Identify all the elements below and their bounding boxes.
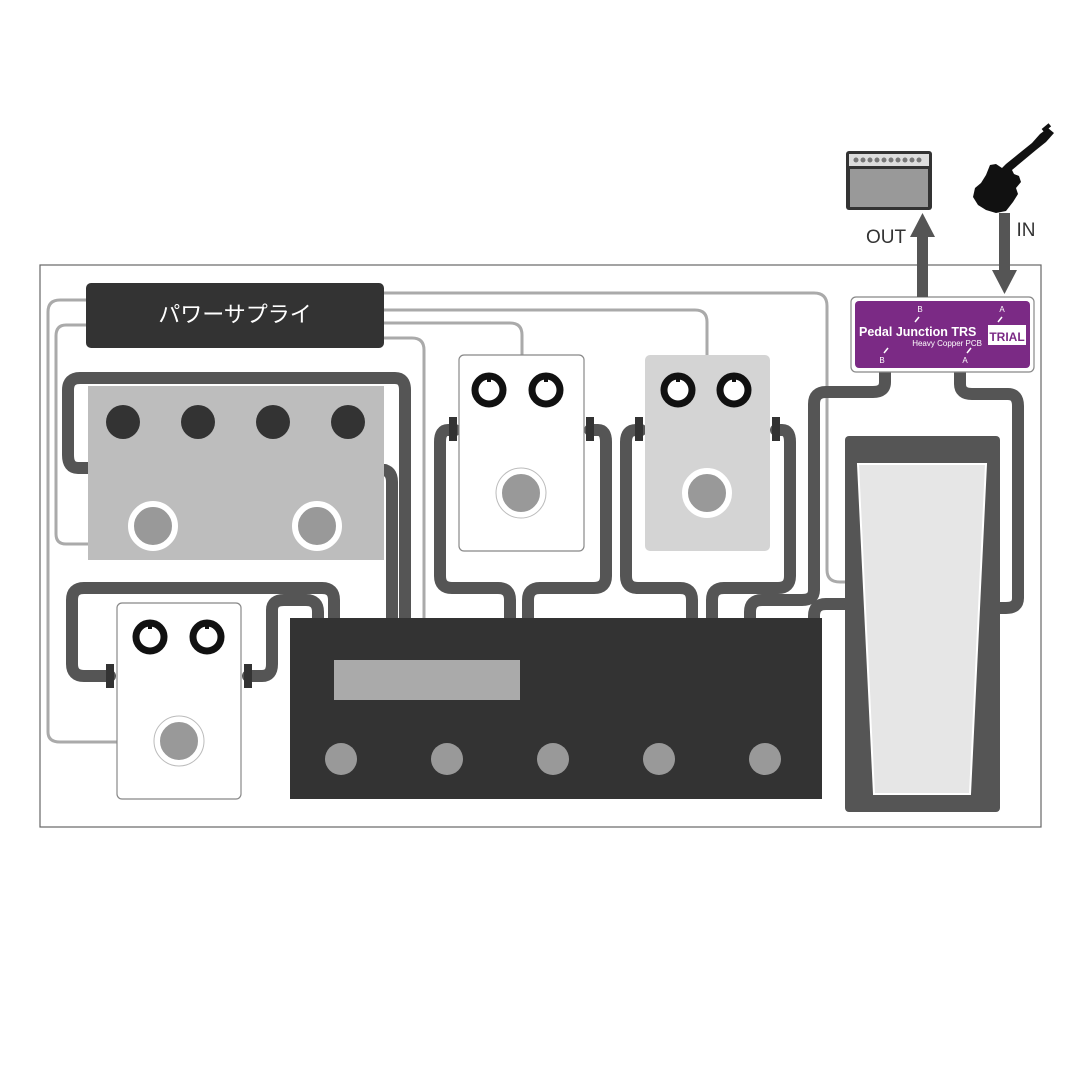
footswitch xyxy=(682,468,732,518)
audio-cables xyxy=(62,366,1024,682)
trial-logo xyxy=(988,325,1026,345)
footswitch xyxy=(643,743,675,775)
footswitch xyxy=(496,468,546,518)
junction-subtitle: Heavy Copper PCB xyxy=(912,339,982,348)
guitar-icon xyxy=(973,123,1054,213)
footswitch xyxy=(431,743,463,775)
power-cables xyxy=(46,291,846,744)
amp-icon xyxy=(846,151,932,210)
port-label-bottom-a: A xyxy=(962,356,968,365)
footswitch xyxy=(325,743,357,775)
display-screen xyxy=(334,660,520,700)
footswitch xyxy=(537,743,569,775)
footswitch xyxy=(749,743,781,775)
out-label: OUT xyxy=(866,227,907,248)
in-arrow xyxy=(992,213,1017,294)
junction-box: Pedal Junction TRS Heavy Copper PCB TRIA… xyxy=(850,296,1035,373)
switcher-footswitch-1 xyxy=(128,501,178,551)
switcher-jack-1 xyxy=(106,405,140,439)
switcher-jack-4 xyxy=(331,405,365,439)
expression-pedal xyxy=(845,436,1000,812)
port-label-top-b: B xyxy=(917,305,922,314)
port-label-bottom-b: B xyxy=(879,356,884,365)
trial-logo-text: TRIAL xyxy=(989,330,1024,344)
in-label: IN xyxy=(1017,220,1036,241)
multi-effects-unit xyxy=(290,618,822,799)
switcher-footswitch-2 xyxy=(292,501,342,551)
power-supply-label: パワーサプライ xyxy=(158,302,312,327)
footswitch xyxy=(154,716,204,766)
junction-brand: Pedal Junction TRS xyxy=(859,325,976,339)
switcher-jack-2 xyxy=(181,405,215,439)
loop-switcher xyxy=(88,386,384,560)
pedal-bottom-left xyxy=(106,602,252,800)
power-supply: パワーサプライ xyxy=(86,283,384,348)
pedal-center-white xyxy=(449,354,594,552)
pedal-center-gray xyxy=(635,355,780,551)
port-label-top-a: A xyxy=(999,305,1005,314)
switcher-jack-3 xyxy=(256,405,290,439)
out-arrow xyxy=(910,213,935,297)
